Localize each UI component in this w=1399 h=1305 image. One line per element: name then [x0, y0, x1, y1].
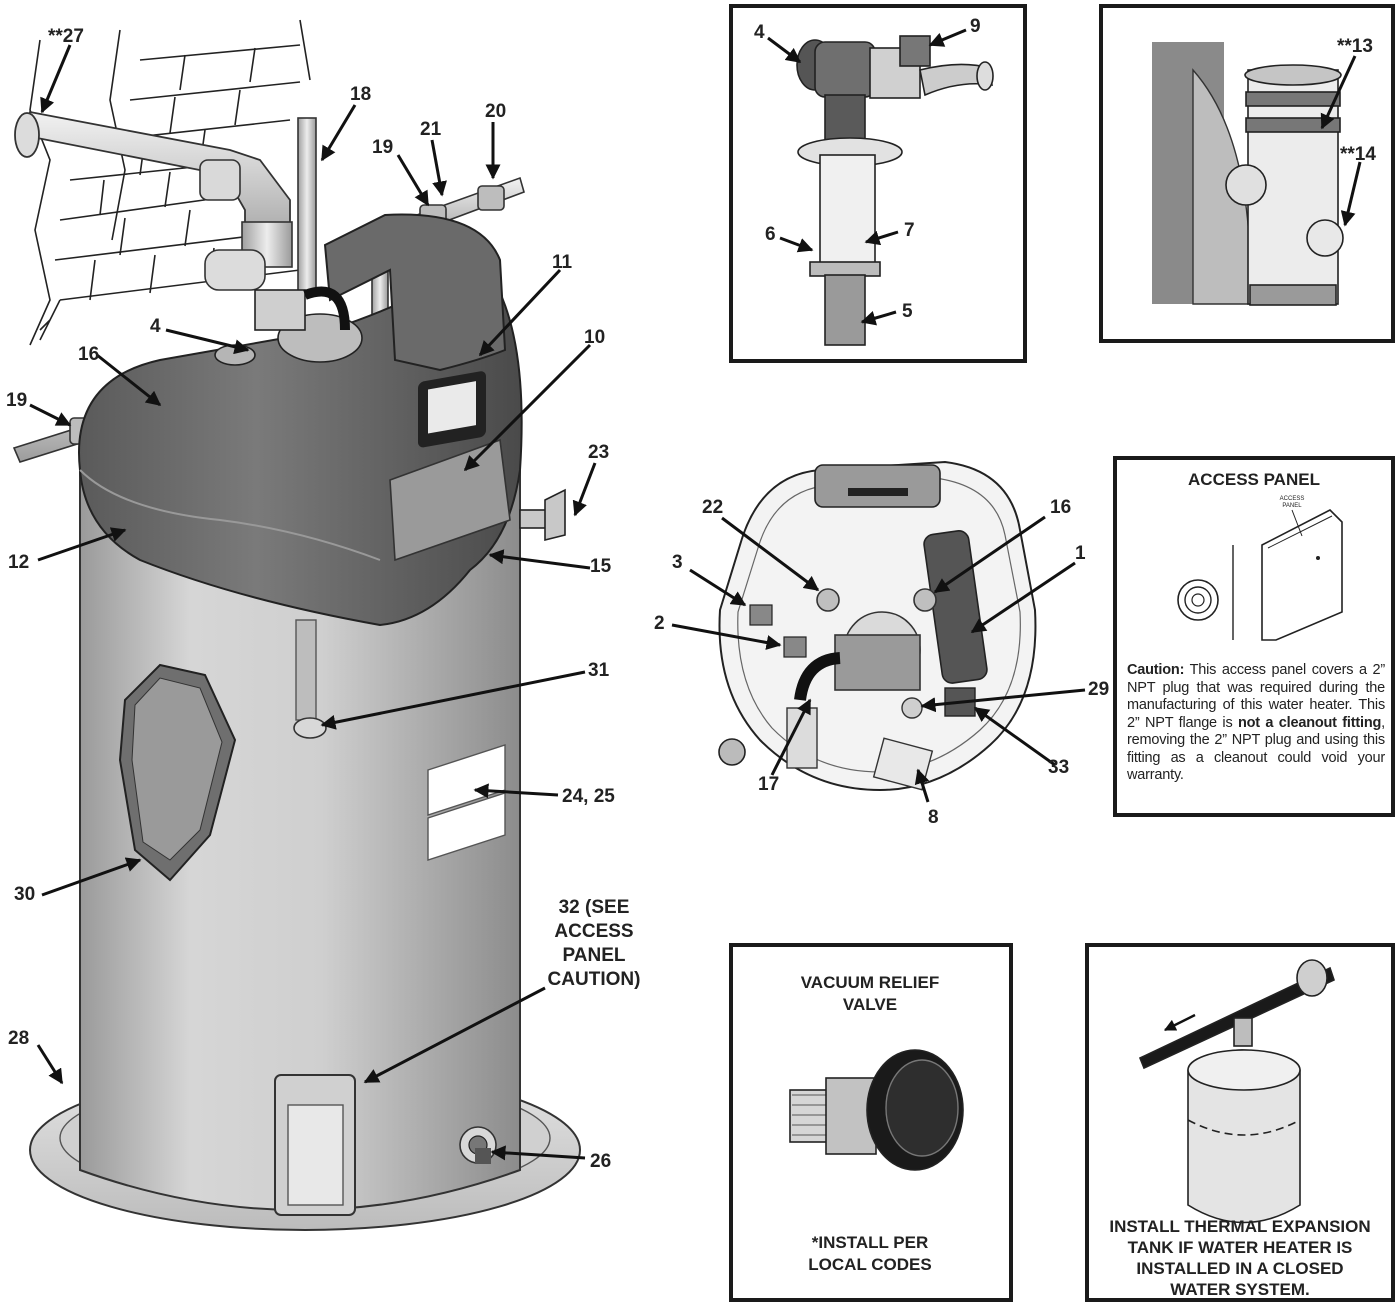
brick-wall	[29, 19, 311, 346]
top-callout-22: 22	[702, 497, 723, 518]
top-view	[718, 460, 1037, 792]
callout-15: 15	[590, 556, 612, 577]
main-water-heater-view	[12, 19, 581, 1231]
access-sticker-line1: ACCESS	[1280, 496, 1305, 502]
drain-valve	[459, 1126, 497, 1164]
caution-label: Caution:	[1127, 662, 1185, 678]
top-callout-3: 3	[672, 552, 683, 573]
blower-detail-box: 4 9 6 7 5	[729, 4, 1027, 363]
callout-21: 21	[420, 119, 442, 140]
top-callout-33: 33	[1048, 757, 1069, 778]
callout-28: 28	[8, 1028, 29, 1049]
callout-16: 16	[78, 344, 99, 365]
callout-27: **27	[48, 26, 84, 47]
expansion-line4: WATER SYSTEM.	[1170, 1280, 1309, 1299]
detail-callout-14: **14	[1340, 144, 1376, 165]
callout-11: 11	[552, 252, 573, 273]
detail-callout-6: 6	[765, 224, 776, 245]
access-panel-title: ACCESS PANEL	[1188, 470, 1320, 489]
callout-20: 20	[485, 101, 506, 122]
callout-32-line1: 32 (SEE	[559, 897, 630, 918]
vacuum-note-line2: LOCAL CODES	[808, 1255, 931, 1274]
callout-19-left: 19	[6, 390, 27, 411]
vent-pipe	[14, 110, 293, 291]
caution-bold-text: not a cleanout fitting	[1237, 714, 1382, 731]
callout-12: 12	[8, 552, 29, 573]
main-view-leaders	[29, 44, 597, 1161]
top-view-callouts: 22 16 3 1 2 29 17 33 8	[654, 497, 1109, 828]
control-display	[389, 371, 511, 562]
tank-access-panel	[274, 1074, 356, 1216]
access-panel-caution: Caution: This access panel covers a 2” N…	[1127, 662, 1385, 785]
detail-callout-7: 7	[904, 220, 915, 241]
anode-port	[293, 717, 327, 739]
anode-channel	[295, 619, 317, 721]
callout-32-line4: CAUTION)	[548, 969, 641, 990]
top-callout-17: 17	[758, 774, 779, 795]
vacuum-relief-box: VACUUM RELIEF VALVE *INSTALL PER LOCAL C…	[729, 943, 1013, 1302]
callout-23: 23	[588, 442, 609, 463]
caution-text-2: , removing the 2” NPT plug and using thi…	[1127, 714, 1385, 784]
callout-18: 18	[350, 84, 371, 105]
callout-10: 10	[584, 327, 605, 348]
detail-callout-5: 5	[902, 301, 913, 322]
main-view-callouts: **27 18 21 20 19 19 4 16 11 10 23 12 15 …	[6, 26, 640, 1172]
detail-callout-9: 9	[970, 16, 981, 37]
top-callout-1: 1	[1075, 543, 1086, 564]
caution-text-1: This access panel covers a 2” NPT plug t…	[1127, 662, 1385, 731]
callout-30: 30	[14, 884, 35, 905]
top-callout-29: 29	[1088, 679, 1109, 700]
callout-19-right: 19	[372, 137, 393, 158]
callout-26: 26	[590, 1151, 611, 1172]
callout-4: 4	[150, 316, 161, 337]
detail-callout-13: **13	[1337, 36, 1373, 57]
access-sticker-line2: PANEL	[1282, 503, 1302, 509]
expansion-line2: TANK IF WATER HEATER IS	[1128, 1238, 1353, 1257]
detail-callout-4: 4	[754, 22, 765, 43]
vacuum-title-line2: VALVE	[843, 995, 897, 1014]
expansion-tank-illustration	[1138, 959, 1335, 1224]
expansion-line1: INSTALL THERMAL EXPANSION	[1109, 1217, 1370, 1236]
vacuum-valve-illustration	[789, 1049, 964, 1171]
vacuum-note-line1: *INSTALL PER	[812, 1233, 929, 1252]
top-callout-8: 8	[928, 807, 939, 828]
callout-32-line2: ACCESS	[554, 921, 633, 942]
rating-labels	[427, 744, 506, 861]
top-callout-2: 2	[654, 613, 665, 634]
rear-housing	[323, 213, 507, 372]
top-callout-16: 16	[1050, 497, 1071, 518]
callout-24-25: 24, 25	[562, 786, 615, 807]
vacuum-title-line1: VACUUM RELIEF	[801, 973, 940, 992]
expansion-tank-box: INSTALL THERMAL EXPANSION TANK IF WATER …	[1085, 943, 1395, 1302]
relief-valve	[519, 488, 566, 542]
callout-31: 31	[588, 660, 610, 681]
top-blower	[214, 286, 363, 366]
top-view-leaders	[671, 515, 1086, 803]
vent-detail-box: **13 **14	[1099, 4, 1395, 343]
access-panel-box: ACCESS PANEL ACCESS PANEL	[1113, 456, 1395, 817]
expansion-line3: INSTALLED IN A CLOSED	[1136, 1259, 1343, 1278]
callout-32-line3: PANEL	[563, 945, 626, 966]
